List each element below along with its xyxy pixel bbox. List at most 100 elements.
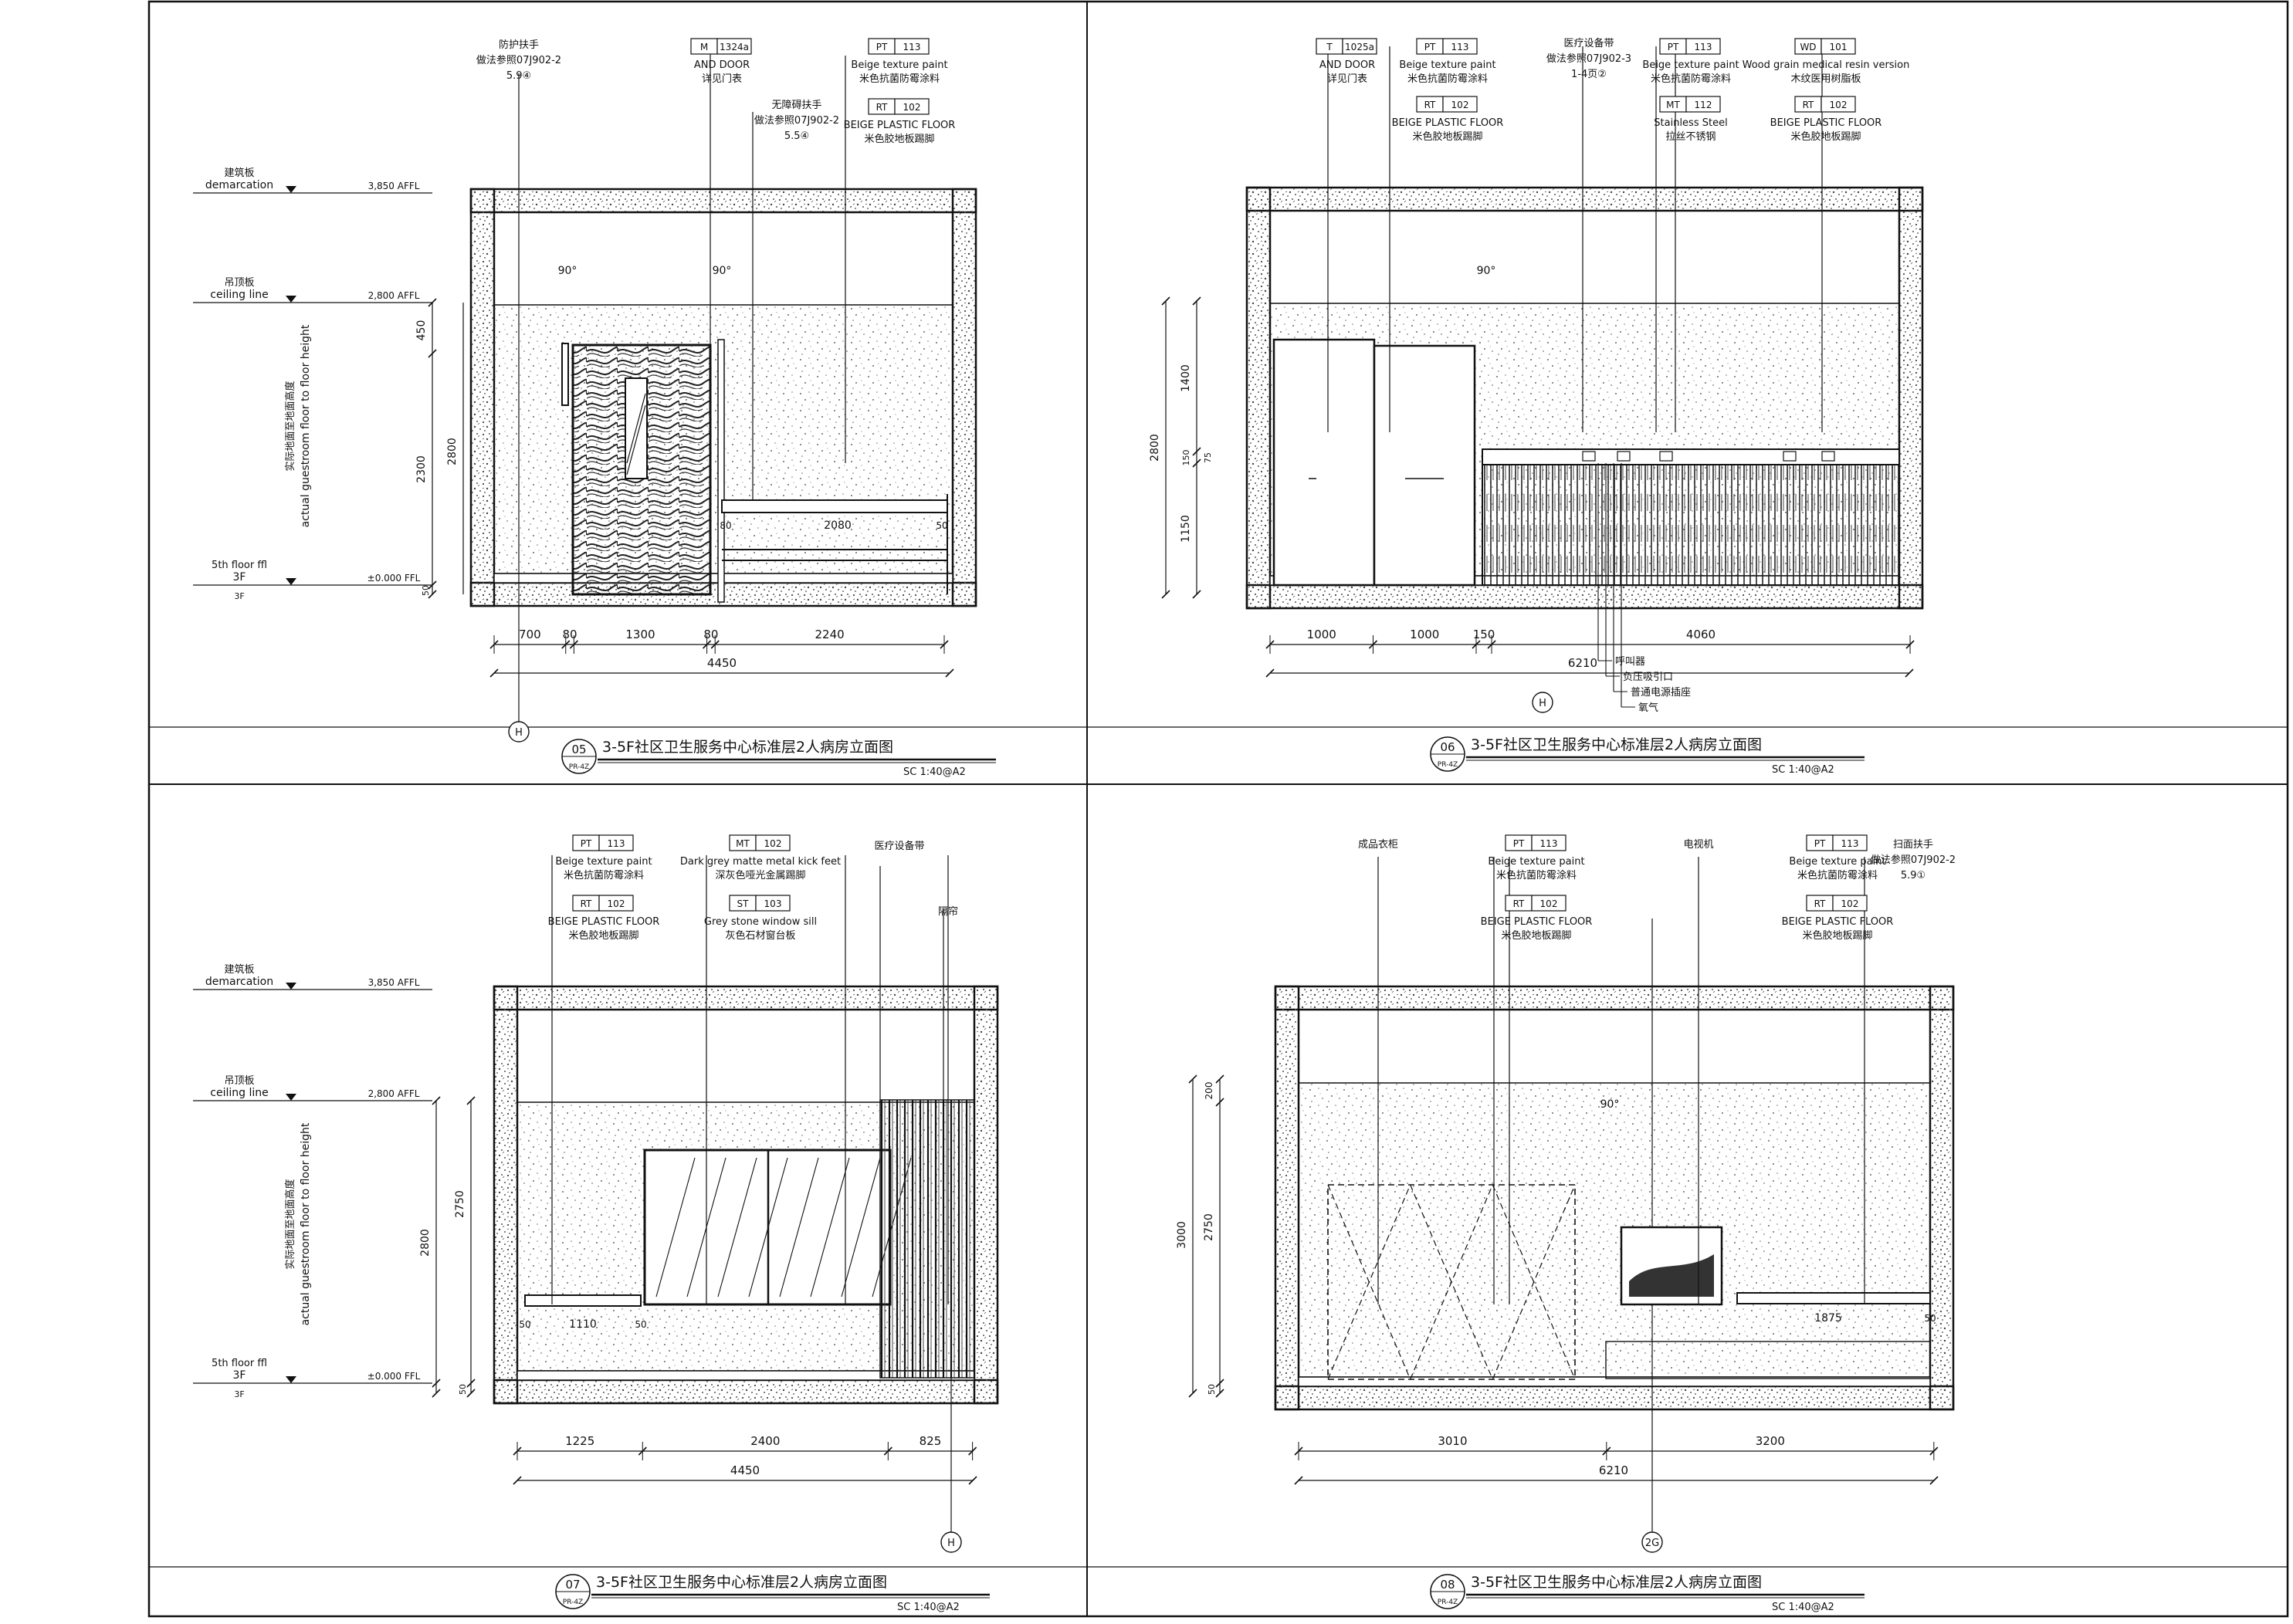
wardrobe-swing — [1327, 1184, 1411, 1380]
tag-number: 112 — [1695, 100, 1712, 110]
dim-value: 80 — [703, 628, 718, 641]
wardrobe-outline — [1327, 1184, 1576, 1380]
tag-text: 灰色石材窗台板 — [725, 929, 795, 942]
tag-code: RT — [1803, 100, 1814, 110]
dim-tick — [1215, 1098, 1224, 1107]
panel-scale: SC 1:40@A2 — [897, 1602, 960, 1613]
dim-value: 150 — [1473, 628, 1495, 641]
height-note: 实际地面至地面高度 — [284, 1179, 296, 1269]
dim-value: 2750 — [1203, 1213, 1215, 1241]
grid-bubble — [1532, 692, 1553, 713]
tag-text: 米色胶地板踢脚 — [864, 133, 934, 145]
tag-text: 米色胶地板踢脚 — [1802, 929, 1872, 942]
grid-label: H — [515, 727, 523, 739]
level-triangle — [286, 983, 296, 990]
tag-num-box — [1832, 834, 1868, 851]
leader-label: 负压吸引口 — [1623, 672, 1673, 683]
tag-code: RT — [1424, 100, 1436, 110]
tag-text: Beige texture paint — [851, 59, 947, 71]
guard-rail — [561, 343, 569, 406]
level-value: 2,800 AFFL — [368, 290, 420, 301]
dim-value: 2800 — [419, 1229, 432, 1257]
leader-label: 普通电源插座 — [1631, 687, 1691, 699]
level-label: 吊顶板 — [224, 1075, 254, 1087]
panel-title: 3-5F社区卫生服务中心标准层2人病房立面图 — [1471, 736, 1762, 753]
note-text: 隔帘 — [938, 905, 958, 918]
tag-text: BEIGE PLASTIC FLOOR — [1770, 117, 1882, 129]
dim-value: 3010 — [1438, 1434, 1467, 1448]
tag-text: 米色抗菌防霉涂料 — [1496, 869, 1577, 881]
left-wall — [1274, 985, 1300, 1411]
level-label: 建筑板 — [224, 963, 254, 976]
outlet — [1821, 451, 1835, 462]
tag-code: WD — [1800, 42, 1816, 52]
level-value: ±0.000 FFL — [367, 1371, 421, 1382]
dim-value: 75 — [1203, 452, 1213, 463]
glass-hatch — [655, 1157, 696, 1298]
inner-dim: 50 — [519, 1319, 530, 1330]
note-text: 无障碍扶手 — [771, 100, 821, 111]
door-left — [1272, 338, 1376, 587]
tag-code: PT — [1424, 42, 1436, 52]
tag-text: Beige texture paint — [555, 856, 652, 868]
dim-tick — [1929, 1476, 1939, 1485]
dim-value: 1000 — [1410, 628, 1439, 641]
outlet — [1582, 451, 1596, 462]
note-text: 5.9④ — [506, 70, 531, 82]
tag-number: 1324a — [720, 42, 749, 52]
dim-tick — [1188, 1389, 1197, 1398]
dim-tick — [428, 349, 437, 358]
sheet-reference: PR-4Z — [1438, 1599, 1458, 1606]
dim-value: 2300 — [415, 455, 428, 483]
ceiling-slab — [1274, 985, 1955, 1011]
tag-code: ST — [737, 898, 750, 909]
grid-bubble — [1641, 1531, 1663, 1553]
level-value: 3,850 AFFL — [368, 181, 420, 191]
tag-number: 102 — [1841, 898, 1859, 909]
tag-text: 米色抗菌防霉涂料 — [859, 73, 940, 85]
panel-title: 3-5F社区卫生服务中心标准层2人病房立面图 — [1471, 1574, 1762, 1591]
level-triangle — [286, 1094, 296, 1101]
inner-dim: 50 — [1924, 1313, 1936, 1324]
left-wall — [469, 188, 496, 607]
note-text: 电视机 — [1683, 839, 1713, 851]
wardrobe-swing — [1492, 1184, 1576, 1380]
dim-tick — [1215, 1379, 1224, 1388]
curtain — [879, 1099, 975, 1379]
right-wall — [1929, 985, 1955, 1411]
tag-text: Beige texture paint — [1789, 856, 1885, 868]
glass-hatch — [717, 1157, 757, 1298]
tag-num-box — [1442, 38, 1478, 55]
floor-slab — [1245, 584, 1924, 610]
dim-tick — [428, 298, 437, 307]
dim-tick — [513, 1476, 522, 1485]
dim-total: 6210 — [1599, 1463, 1628, 1477]
tag-code: RT — [1814, 898, 1826, 909]
angle-label: 90° — [713, 265, 732, 277]
dim-value: 450 — [415, 320, 428, 341]
height-note: actual guestroom floor to floor height — [300, 324, 312, 527]
tag-num-box — [1685, 38, 1721, 55]
tag-code: RT — [1513, 898, 1525, 909]
note-text: 做法参照07J902-2 — [1871, 854, 1956, 866]
tag-num-box — [755, 834, 791, 851]
angle-label: 90° — [558, 265, 577, 277]
tag-text: Beige texture paint — [1399, 59, 1495, 71]
tag-number: 113 — [1841, 838, 1859, 849]
grab-rail — [1736, 1292, 1931, 1304]
panel-title: 3-5F社区卫生服务中心标准层2人病房立面图 — [602, 739, 893, 756]
tag-num-box — [894, 98, 930, 115]
outlet — [1783, 451, 1797, 462]
inner-dim: 1110 — [569, 1318, 597, 1331]
glass-hatch — [626, 393, 646, 464]
tag-number: 113 — [1540, 838, 1558, 849]
dim-value: 2750 — [454, 1190, 466, 1218]
